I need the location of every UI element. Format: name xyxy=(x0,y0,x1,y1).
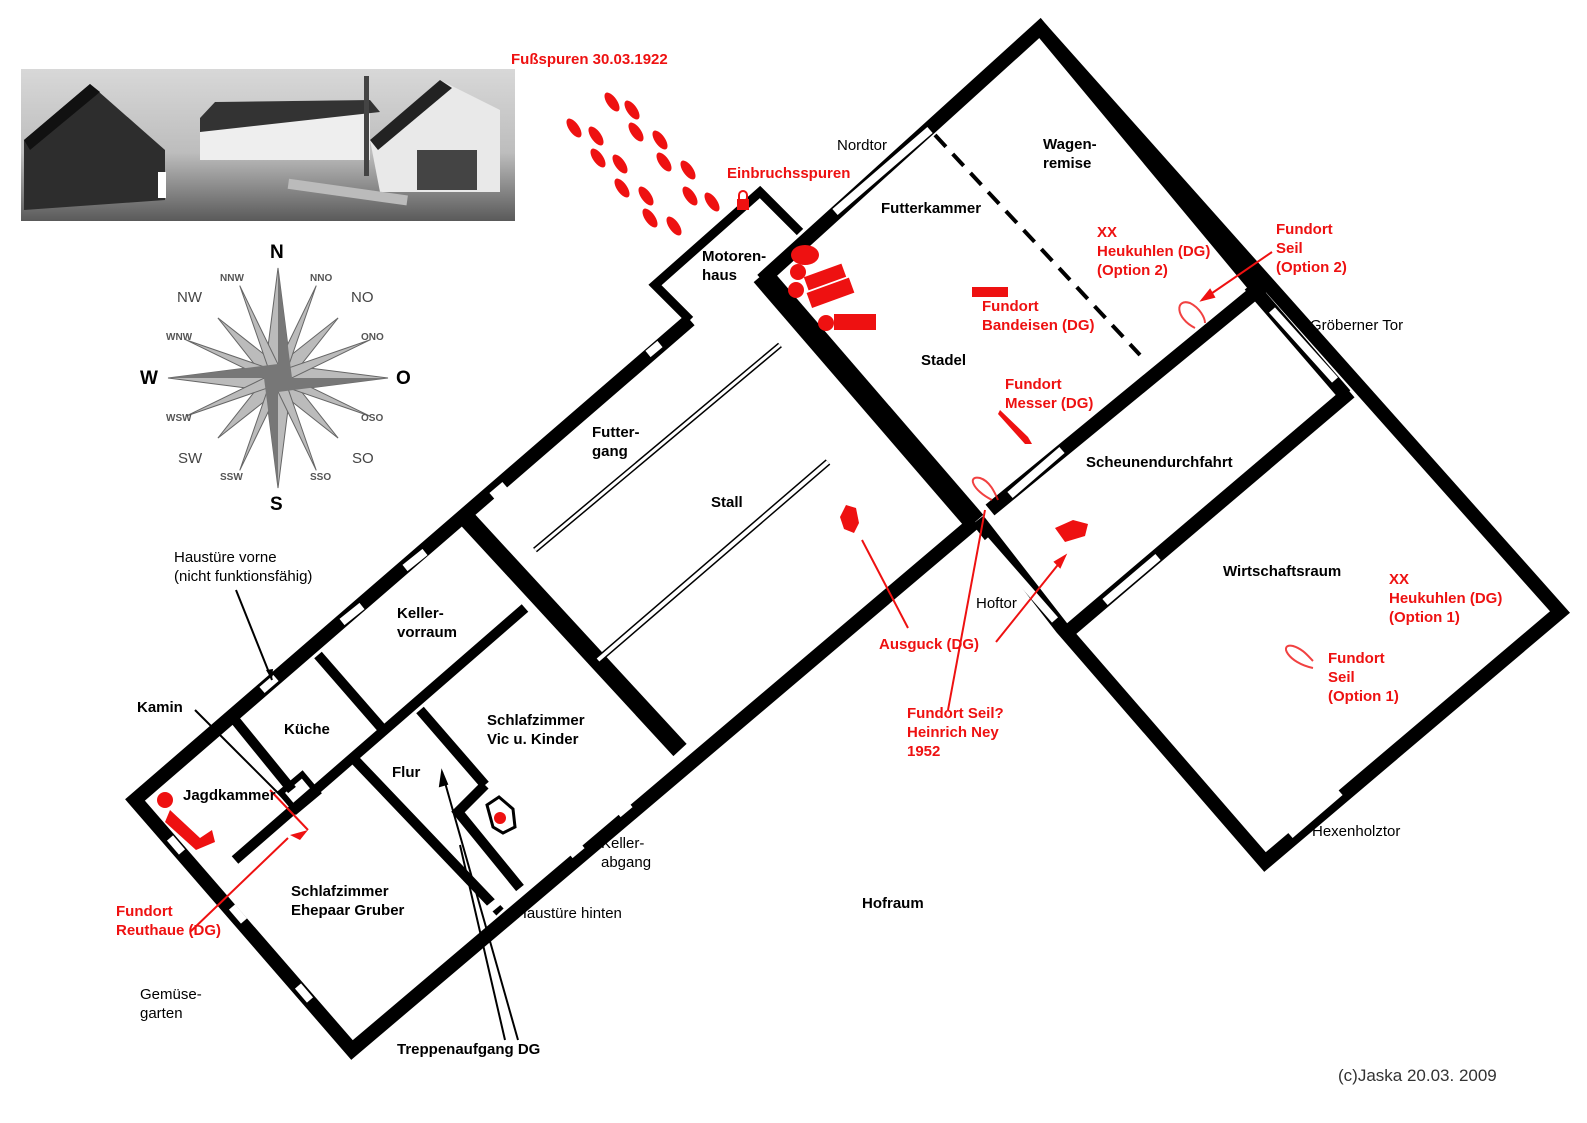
compass-nw: NW xyxy=(177,289,202,306)
binoculars-icon xyxy=(1055,520,1088,542)
red-evidence-marks xyxy=(157,92,1088,850)
knife-icon xyxy=(998,410,1032,444)
blood-stain-icon xyxy=(485,795,517,835)
label-hoftor: Hoftor xyxy=(976,595,1017,612)
label-haustuere-vorne: Haustüre vorne(nicht funktionsfähig) xyxy=(174,549,313,585)
compass-nnw: NNW xyxy=(220,273,244,284)
room-flur: Flur xyxy=(392,764,421,781)
compass-wnw: WNW xyxy=(166,332,193,343)
compass-o: O xyxy=(396,368,411,389)
compass-no: NO xyxy=(351,289,374,306)
annotation-einbruchsspuren: Einbruchsspuren xyxy=(727,165,851,182)
compass-sw: SW xyxy=(178,450,203,467)
label-hexenholztor: Hexenholztor xyxy=(1312,823,1401,840)
copyright: (c)Jaska 20.03. 2009 xyxy=(1338,1066,1497,1085)
compass-so: SO xyxy=(352,450,374,467)
openings xyxy=(166,126,1343,1007)
room-kellervorraum: Keller-vorraum xyxy=(397,605,458,641)
label-treppenaufgang: Treppenaufgang DG xyxy=(397,1041,541,1058)
footprints-icon xyxy=(566,92,720,236)
compass-ssw: SSW xyxy=(220,472,243,483)
annotation-fussspuren: Fußspuren 30.03.1922 xyxy=(511,51,668,68)
label-groeberner-tor: Gröberner Tor xyxy=(1310,317,1404,334)
compass-nno: NNO xyxy=(310,273,333,284)
room-wirtschaftsraum: Wirtschaftsraum xyxy=(1223,563,1342,580)
farm-photo xyxy=(21,69,515,221)
pointer-arrows xyxy=(189,251,1273,1041)
compass-sso: SSO xyxy=(310,472,332,483)
rope-icons xyxy=(971,301,1314,669)
room-wagenremise: Wagen-remise xyxy=(1043,136,1097,172)
compass-w: W xyxy=(140,368,158,389)
ausguck-mark-icon xyxy=(840,505,859,533)
label-kamin: Kamin xyxy=(137,699,183,716)
compass-s: S xyxy=(270,494,283,515)
label-nordtor: Nordtor xyxy=(837,137,888,154)
compass-oso: OSO xyxy=(361,413,384,424)
room-futtergang: Futter-gang xyxy=(592,424,640,460)
compass-rose-icon xyxy=(167,267,389,489)
room-stall: Stall xyxy=(711,494,743,511)
compass-wsw: WSW xyxy=(166,413,192,424)
room-futterkammer: Futterkammer xyxy=(881,200,982,217)
room-scheunendurchfahrt: Scheunendurchfahrt xyxy=(1086,454,1233,471)
victim-figure-icon xyxy=(157,792,215,850)
label-kellerabgang: Keller-abgang xyxy=(601,835,652,871)
room-kueche: Küche xyxy=(284,721,330,738)
reuthaue-icon xyxy=(290,830,308,840)
compass-n: N xyxy=(270,242,284,263)
compass-ono: ONO xyxy=(361,332,384,343)
room-stadel: Stadel xyxy=(921,352,967,369)
room-motorenhaus: Motoren-haus xyxy=(702,248,767,284)
label-gemuesegarten: Gemüse-garten xyxy=(140,986,202,1022)
area-hofraum: Hofraum xyxy=(862,895,924,912)
label-haustuere-hinten: Haustüre hinten xyxy=(516,905,622,922)
bandeisen-icon xyxy=(972,287,1008,297)
annotation-ausguck: Ausguck (DG) xyxy=(879,636,980,653)
blood-marks-icon xyxy=(788,245,876,331)
room-jagdkammer: Jagdkammer xyxy=(183,787,276,804)
padlock-icon xyxy=(737,190,749,210)
